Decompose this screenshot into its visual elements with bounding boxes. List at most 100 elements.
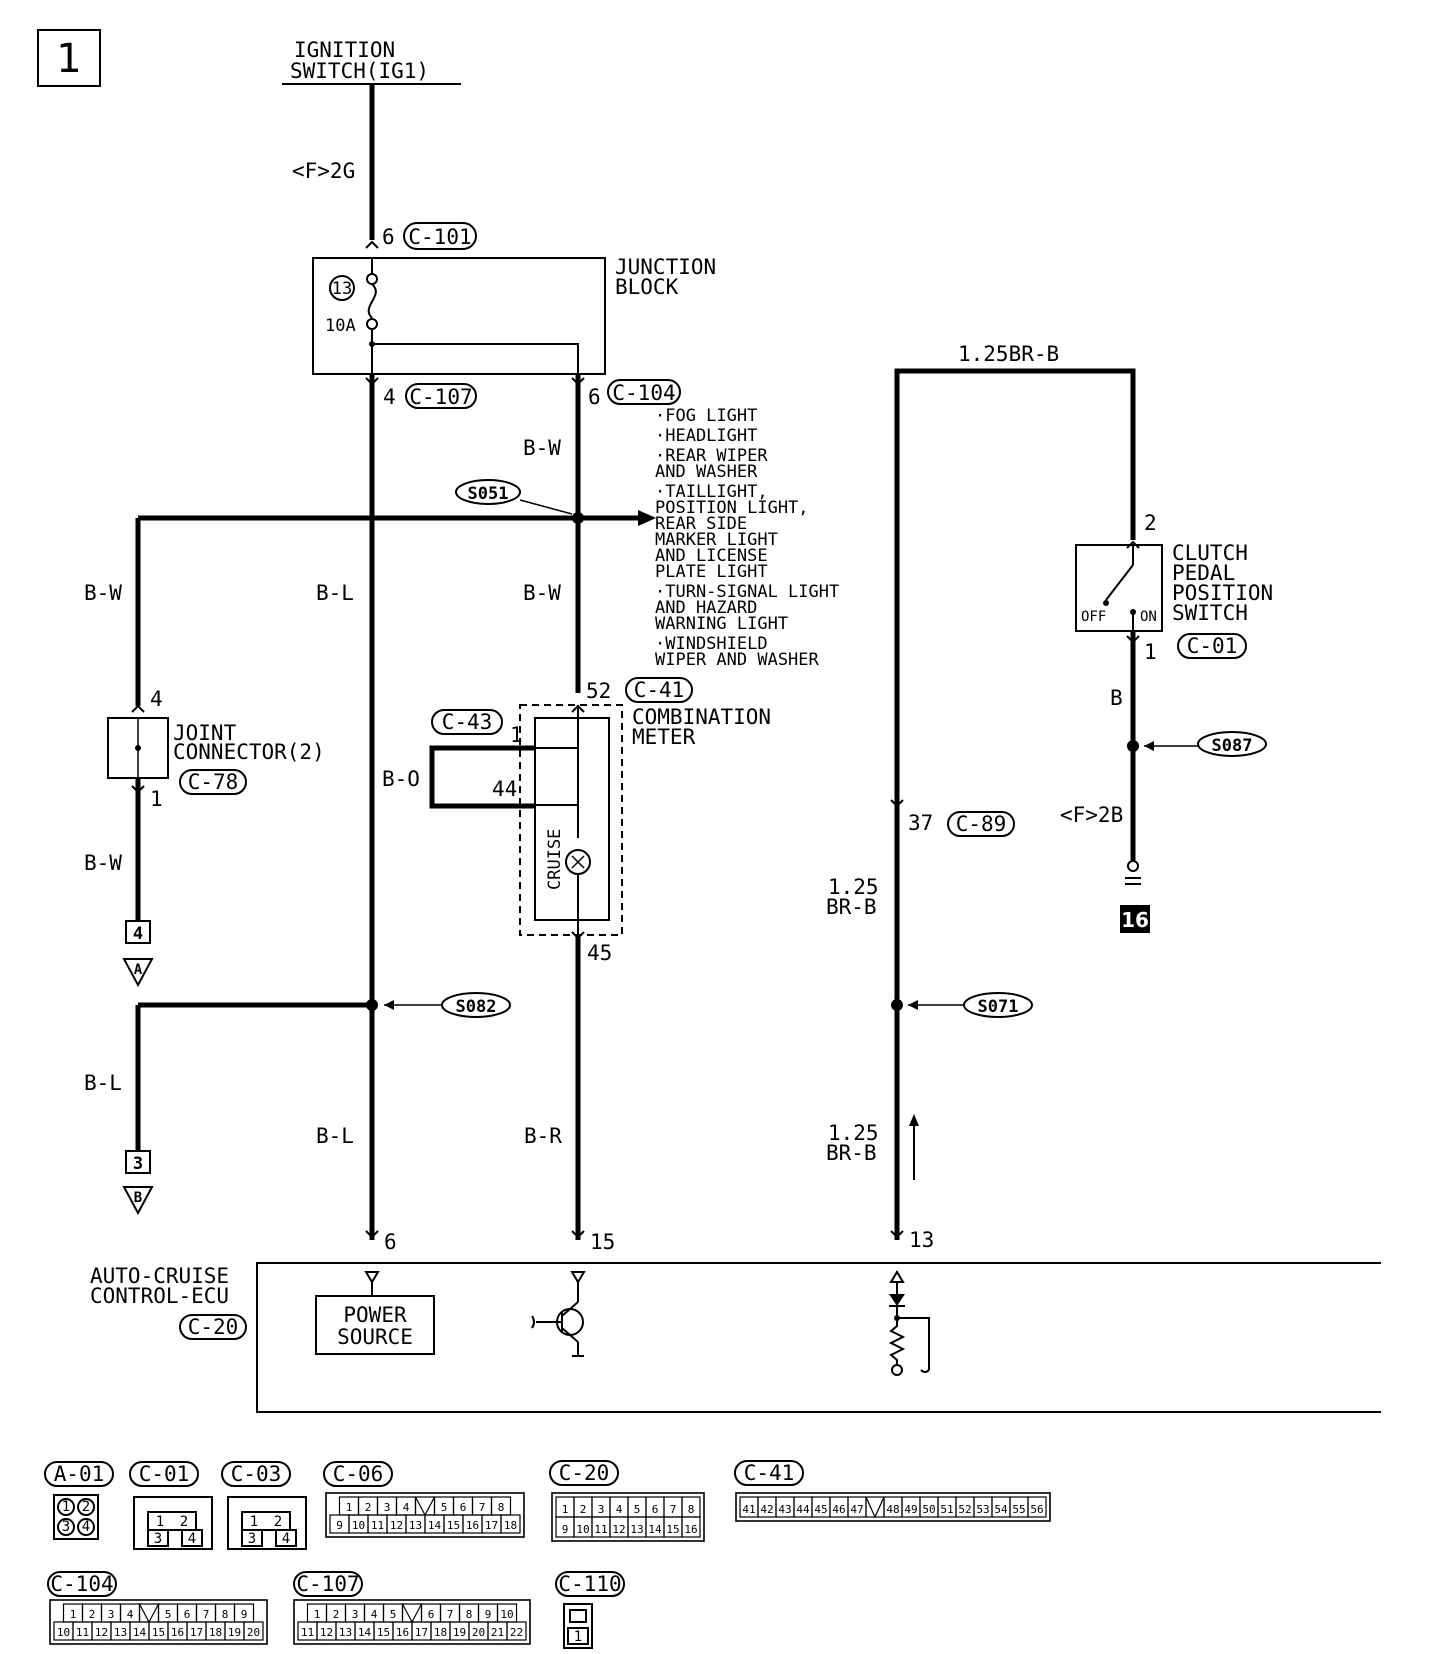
connector-pin-number: 16 [396,1626,409,1639]
clutch-off-label: OFF [1081,609,1106,625]
connector-pin-number: 54 [994,1503,1008,1516]
connector-pin-cell [865,1496,885,1518]
load-3b: AND WASHER [655,462,758,482]
conn-c41: C-41 [634,678,685,702]
cv-c104-label: C-104 [50,1572,113,1596]
connector-outline [293,1599,531,1645]
ecu-title-2: CONTROL-ECU [90,1284,229,1308]
connector-key-mark [138,1603,160,1624]
connector-pin-number: 9 [241,1608,248,1621]
wire-label-brb-top: 1.25BR-B [958,342,1059,366]
load-4c: REAR SIDE [655,514,747,534]
connector-outline [325,1492,525,1538]
junction-block-title-2: BLOCK [615,275,679,299]
connector-pin-number: 2 [89,1608,96,1621]
load-4b: POSITION LIGHT, [655,498,809,518]
cv-a01-pin3: 3 [62,1519,70,1535]
connector-pin-number: 53 [976,1503,989,1516]
load-5c: WARNING LIGHT [655,614,788,634]
transistor-icon [531,1301,584,1357]
connector-pin-cell [401,1603,423,1623]
cv-c107-label: C-107 [296,1572,359,1596]
jb-out-right-pin: 6 [588,385,601,409]
clutch-title-3: POSITION [1172,581,1273,605]
clutch-pedal-switch: 2 OFF ON CLUTCH PEDAL POSITION SWITCH 1 … [1060,511,1273,933]
cv-c03-label: C-03 [231,1462,282,1486]
connector-pin-number: 15 [666,1523,679,1536]
bw-left-branch: B-W 4 JOINT CONNECTOR(2) C-78 1 B-W 4 A [84,518,325,988]
cv-a01-pin1: 1 [62,1499,70,1515]
connector-pin-number: 20 [247,1626,260,1639]
connector-pin-number: 50 [922,1503,935,1516]
connector-pin-number: 8 [222,1608,229,1621]
connector-pin-number: 6 [428,1608,435,1621]
load-2: ·HEADLIGHT [655,426,757,446]
splice-s051: S051 [468,484,509,504]
ecu-pin-clutch: 13 [909,1228,934,1252]
connector-pin-number: 22 [510,1626,523,1639]
meter-pin-52: 52 [586,679,611,703]
connector-pin-number: 4 [403,1501,410,1514]
connector-pin-number: 11 [371,1519,384,1532]
cv-c06-label: C-06 [333,1462,384,1486]
connector-views: A-01 1 2 3 4 C-01 1 2 3 4 C-03 1 [44,1460,1051,1649]
connector-pin-number: 7 [670,1503,677,1516]
connector-pin-number: 13 [409,1519,422,1532]
connector-pin-number: 7 [447,1608,454,1621]
wire-label-brb-low-1: 1.25 [828,1121,879,1145]
junction-block: JUNCTION BLOCK 13 10A [312,255,716,375]
splice-s087: S087 [1212,736,1253,756]
conn-c104: C-104 [612,381,675,405]
connector-pin-number: 17 [485,1519,498,1532]
joint-pin-bottom: 1 [150,787,163,811]
junction-block-title-1: JUNCTION [615,255,716,279]
connector-pin-number: 8 [688,1503,695,1516]
connector-pin-number: 16 [684,1523,697,1536]
load-3a: ·REAR WIPER [655,446,768,466]
wire-label-b-clutch: B [1110,686,1123,710]
cv-c110-label: C-110 [558,1572,621,1596]
connector-pin-number: 52 [958,1503,971,1516]
wire-label-bl-main: B-L [316,581,354,605]
connector-pin-number: 44 [796,1503,810,1516]
wire-label-f2b: <F>2B [1060,803,1123,827]
connector-pin-number: 1 [70,1608,77,1621]
connector-view-c03: C-03 1 2 3 4 [221,1461,307,1550]
connector-pin-number: 19 [453,1626,466,1639]
connector-pin-number: 9 [336,1519,343,1532]
power-source-2: SOURCE [337,1325,413,1349]
meter-pin-1: 1 [510,723,523,747]
jb-out-left-pin: 4 [383,385,396,409]
cv-c01-pin2: 2 [180,1514,188,1530]
connector-pin-number: 10 [576,1523,589,1536]
connector-pin-number: 6 [184,1608,191,1621]
meter-title-2: METER [632,725,696,749]
connector-pin-number: 14 [648,1523,662,1536]
connector-pin-number: 1 [346,1501,353,1514]
connector-pin-number: 8 [498,1501,505,1514]
connector-pin-number: 11 [594,1523,607,1536]
ecu-pin-power: 6 [384,1230,397,1254]
connector-pin-number: 20 [472,1626,485,1639]
ignition-label-2: SWITCH(IG1) [290,59,429,83]
bw-right-wire: B-W B-W S051 [138,390,656,693]
conn-c89: C-89 [956,812,1007,836]
connector-pin-number: 3 [352,1608,359,1621]
connector-pin-number: 17 [415,1626,428,1639]
page-number: 1 [56,36,81,82]
connector-pin-number: 48 [886,1503,899,1516]
load-4a: ·TAILLIGHT, [655,482,768,502]
connector-pin-cell [414,1496,436,1516]
connector-pin-number: 46 [832,1503,845,1516]
cv-c03-pin1: 1 [250,1514,258,1530]
connector-pin-number: 5 [165,1608,172,1621]
ref-b-triangle [122,1186,154,1216]
load-1: ·FOG LIGHT [655,406,757,426]
connector-outline [49,1599,268,1645]
connector-pin-number: 17 [190,1626,203,1639]
connector-pin-number: 19 [228,1626,241,1639]
